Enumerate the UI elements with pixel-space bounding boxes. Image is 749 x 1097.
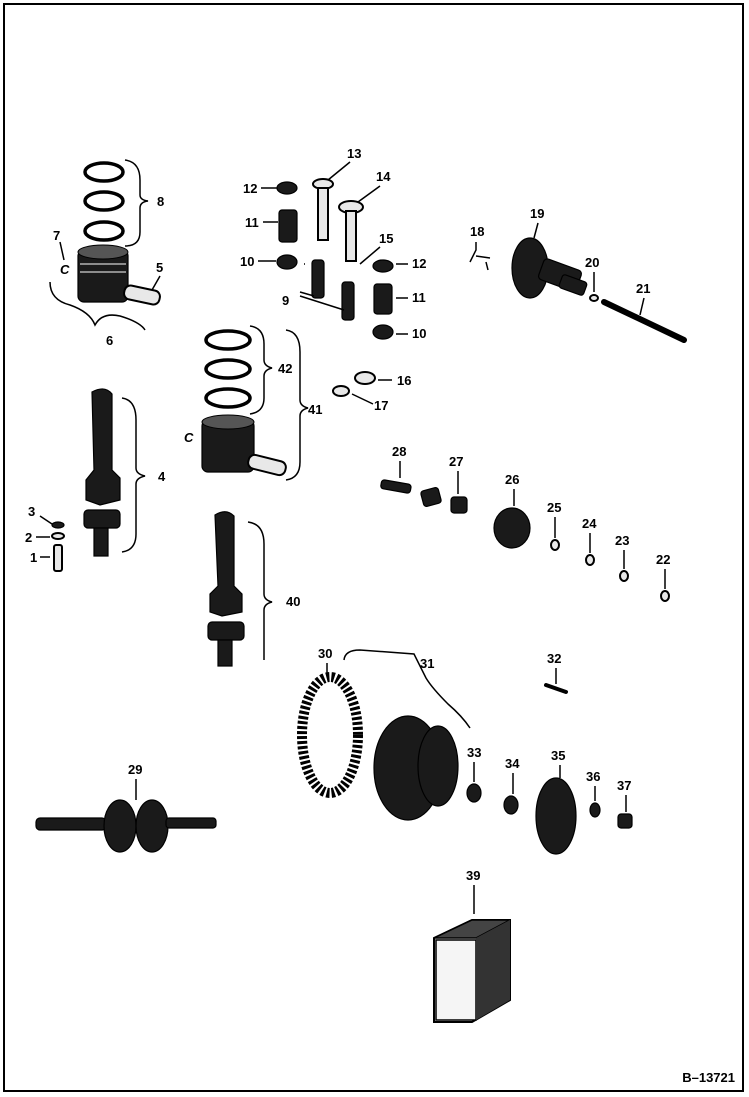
piston-pin-top	[123, 284, 161, 306]
flywheel-31	[373, 715, 459, 821]
bracket-6	[49, 281, 146, 331]
gasket-kit-box-39	[433, 919, 511, 1023]
callout-18: 18	[470, 224, 484, 239]
callout-5: 5	[156, 260, 163, 275]
callout-labels: 1 2 3 4 5 6 7 8 9 10 11 12 13 14 15 12 1…	[25, 146, 670, 914]
governor-parts	[380, 479, 670, 602]
callout-35: 35	[551, 748, 565, 763]
callout-24: 24	[582, 516, 597, 531]
bolt-37	[617, 813, 633, 829]
connecting-rod-left	[83, 388, 121, 557]
snap-ring-7-icon: C	[60, 262, 70, 277]
bracket-42	[249, 325, 273, 415]
callout-14: 14	[376, 169, 391, 184]
callout-2: 2	[25, 530, 32, 545]
callout-12: 12	[243, 181, 257, 196]
callout-26: 26	[505, 472, 519, 487]
bracket-31	[343, 649, 471, 729]
callout-7: 7	[53, 228, 60, 243]
callout-21: 21	[636, 281, 650, 296]
callout-29: 29	[128, 762, 142, 777]
callout-12-right: 12	[412, 256, 426, 271]
callout-27: 27	[449, 454, 463, 469]
callout-41: 41	[308, 402, 322, 417]
piston-pin-middle	[247, 453, 287, 477]
valve-parts-right	[372, 259, 394, 340]
rod-bolt-parts	[51, 521, 65, 572]
nut-33	[466, 783, 482, 803]
piston-middle	[201, 414, 255, 473]
callout-25: 25	[547, 500, 561, 515]
bracket-40	[247, 521, 273, 660]
callout-37: 37	[617, 778, 631, 793]
bracket-4	[121, 397, 146, 553]
callout-11: 11	[245, 215, 259, 230]
callout-19: 19	[530, 206, 544, 221]
callout-20: 20	[585, 255, 599, 270]
piston-rings-middle	[204, 329, 252, 409]
callout-3: 3	[28, 504, 35, 519]
bracket-41	[285, 329, 309, 481]
ring-gear-30	[297, 672, 363, 798]
callout-36: 36	[586, 769, 600, 784]
callout-30: 30	[318, 646, 332, 661]
connecting-rod-middle	[207, 511, 245, 667]
washer-34	[503, 795, 519, 815]
washer-36	[589, 802, 601, 818]
valve-parts-left	[276, 178, 364, 321]
callout-10: 10	[240, 254, 254, 269]
callout-1: 1	[30, 550, 37, 565]
snap-ring-middle-icon: C	[184, 430, 194, 445]
diagram-border	[3, 3, 744, 1092]
callout-10-right: 10	[412, 326, 426, 341]
washer-20	[589, 294, 599, 302]
pin-18	[469, 242, 491, 271]
callout-6: 6	[106, 333, 113, 348]
callout-42: 42	[278, 361, 292, 376]
leader-9	[299, 291, 345, 311]
callout-33: 33	[467, 745, 481, 760]
callout-4: 4	[158, 469, 166, 484]
callout-40: 40	[286, 594, 300, 609]
callout-28: 28	[392, 444, 406, 459]
callout-17: 17	[374, 398, 388, 413]
callout-31: 31	[420, 656, 434, 671]
callout-15: 15	[379, 231, 393, 246]
callout-23: 23	[615, 533, 629, 548]
callout-32: 32	[547, 651, 561, 666]
callout-22: 22	[656, 552, 670, 567]
seal-parts	[332, 371, 376, 397]
figure-id: B–13721	[682, 1070, 735, 1085]
piston-top	[77, 244, 129, 303]
callout-39: 39	[466, 868, 480, 883]
callout-16: 16	[397, 373, 411, 388]
callout-13: 13	[347, 146, 361, 161]
shaft-21	[601, 299, 687, 343]
crankshaft-29	[35, 799, 217, 853]
bracket-8	[124, 159, 149, 247]
pin-32	[544, 683, 568, 694]
callout-34: 34	[505, 756, 520, 771]
callout-11-right: 11	[412, 290, 426, 305]
piston-rings-top	[83, 161, 125, 242]
camshaft-gear	[511, 237, 588, 299]
screen-35	[535, 777, 577, 855]
callout-8: 8	[157, 194, 164, 209]
callout-9: 9	[282, 293, 289, 308]
